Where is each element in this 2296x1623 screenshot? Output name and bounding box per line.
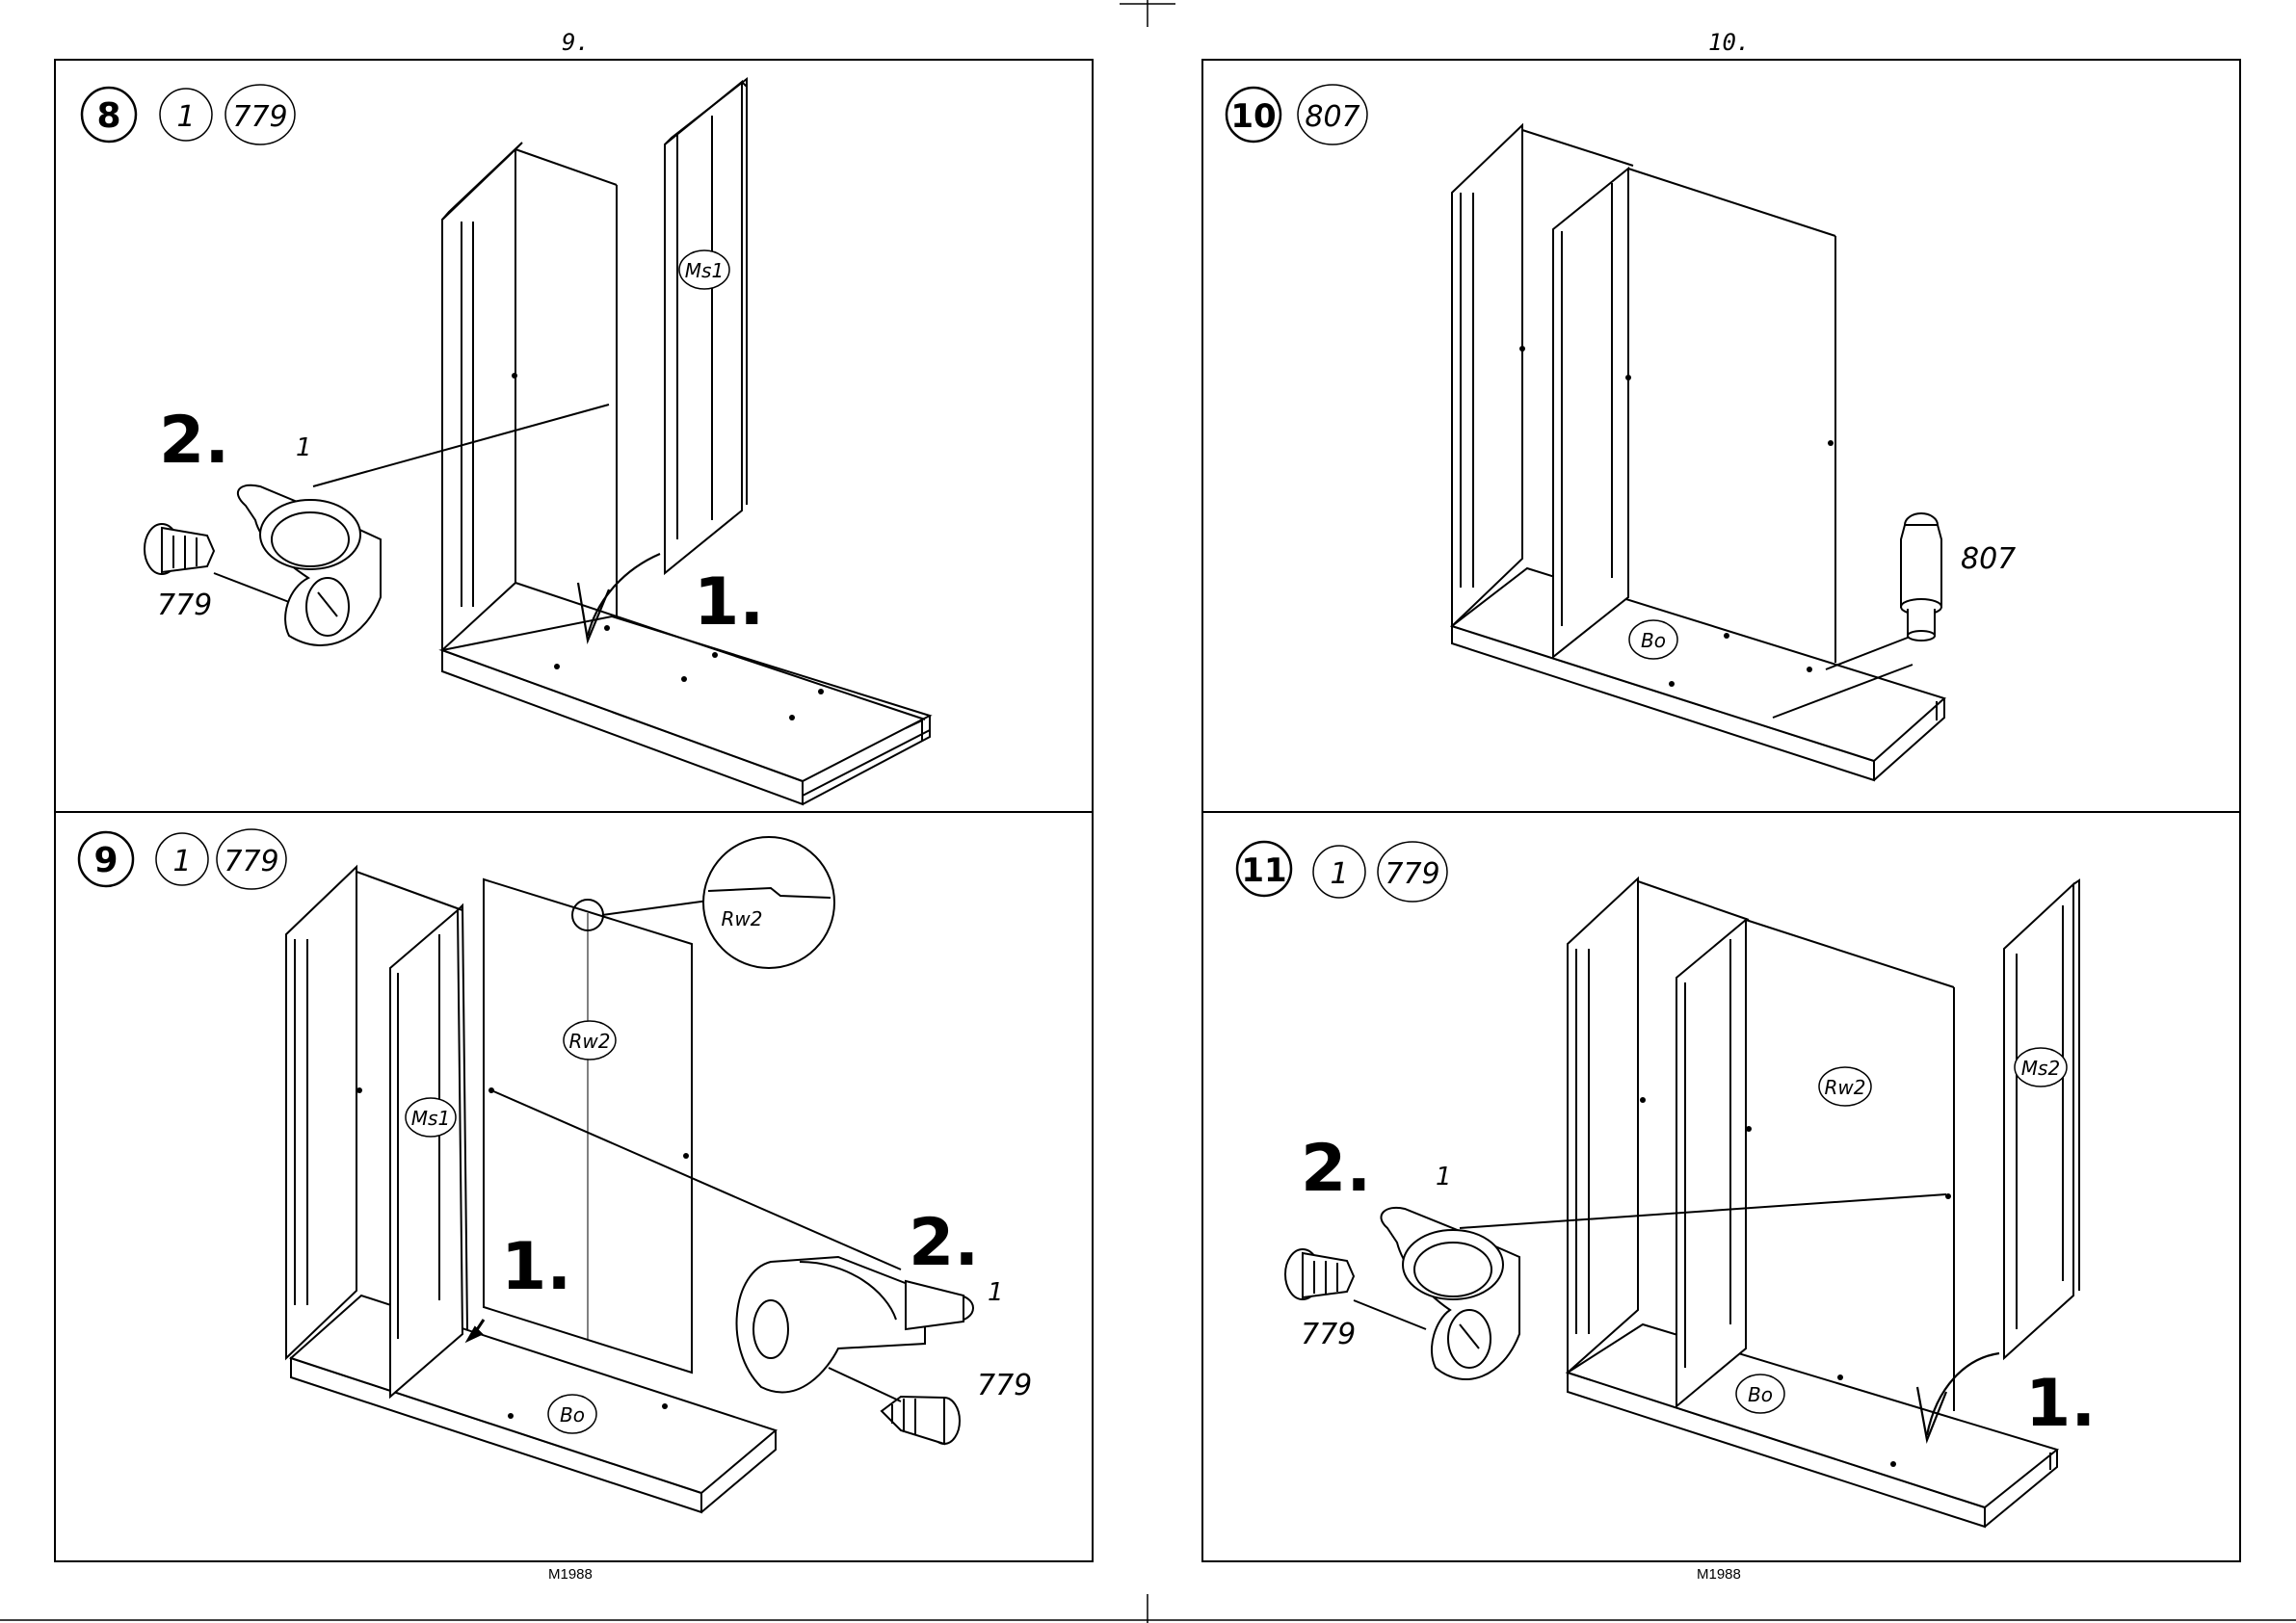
action-2-label: 2.	[159, 403, 229, 479]
step-11: 11 1 779	[1237, 842, 2096, 1527]
ms1-panel-label: Ms1	[679, 250, 729, 289]
rw2-panel-label: Rw2	[564, 1021, 616, 1060]
bottom-panel-label: Bo	[1736, 1374, 1784, 1413]
screw-id-label: 779	[1301, 1318, 1356, 1351]
screw-icon	[829, 1368, 960, 1444]
part-qty: 1	[172, 845, 191, 878]
step-10-header: 10 807	[1227, 85, 1367, 144]
screw-id-label: 779	[157, 589, 212, 622]
connector-qty-label: 1	[296, 433, 312, 462]
step-number: 9	[93, 841, 118, 880]
svg-text:Ms1: Ms1	[685, 259, 724, 282]
step-11-header: 11 1 779	[1237, 842, 1447, 902]
action-2-label: 2.	[909, 1205, 979, 1281]
action-1-label: 1.	[2025, 1366, 2096, 1442]
step-9: 9 1 779	[79, 829, 1032, 1512]
connector-qty-label: 1	[988, 1278, 1004, 1307]
step-9-header: 9 1 779	[79, 829, 286, 889]
svg-text:Rw2: Rw2	[569, 1030, 611, 1053]
part-qty: 1	[176, 100, 195, 134]
part-id: 779	[224, 845, 278, 878]
action-2-label: 2.	[1301, 1131, 1371, 1207]
pin-id-label: 807	[1961, 542, 2016, 576]
action-1-label: 1.	[694, 564, 764, 641]
cam-connector-icon	[238, 485, 381, 645]
rw2-panel-label: Rw2	[1819, 1067, 1871, 1106]
svg-text:Bo: Bo	[560, 1403, 585, 1427]
connector-qty-label: 1	[1436, 1163, 1452, 1191]
svg-text:Bo: Bo	[1641, 629, 1666, 652]
part-id: 779	[232, 100, 287, 134]
step-8: 8 1 779	[82, 79, 930, 804]
bottom-panel-label: Bo	[548, 1395, 596, 1433]
detail-rw2-label: Rw2	[722, 907, 763, 930]
svg-text:Bo: Bo	[1748, 1383, 1773, 1406]
cabinet-drawing	[1460, 878, 2079, 1527]
step-number: 10	[1230, 97, 1276, 136]
part-qty: 1	[1330, 857, 1348, 891]
part-id: 779	[1385, 857, 1439, 891]
svg-text:Ms1: Ms1	[411, 1107, 450, 1130]
screw-id-label: 779	[977, 1369, 1032, 1402]
cabinet-drawing	[1452, 125, 1944, 780]
bottom-panel-label: Bo	[1629, 620, 1677, 659]
ms1-panel-label: Ms1	[406, 1098, 456, 1137]
step-number: 11	[1241, 851, 1286, 890]
svg-text:Rw2: Rw2	[1825, 1076, 1866, 1099]
shelf-pin-icon	[1901, 513, 1941, 641]
step-8-header: 8 1 779	[82, 85, 295, 144]
step-10: 10 807	[1227, 85, 2016, 780]
action-1-label: 1.	[501, 1229, 571, 1305]
ms2-panel-label: Ms2	[2015, 1048, 2067, 1086]
cabinet-drawing	[313, 79, 930, 804]
cam-connector-icon	[1381, 1208, 1519, 1379]
part-id: 807	[1305, 100, 1359, 134]
step-number: 8	[96, 96, 120, 136]
svg-text:Ms2: Ms2	[2021, 1057, 2060, 1080]
